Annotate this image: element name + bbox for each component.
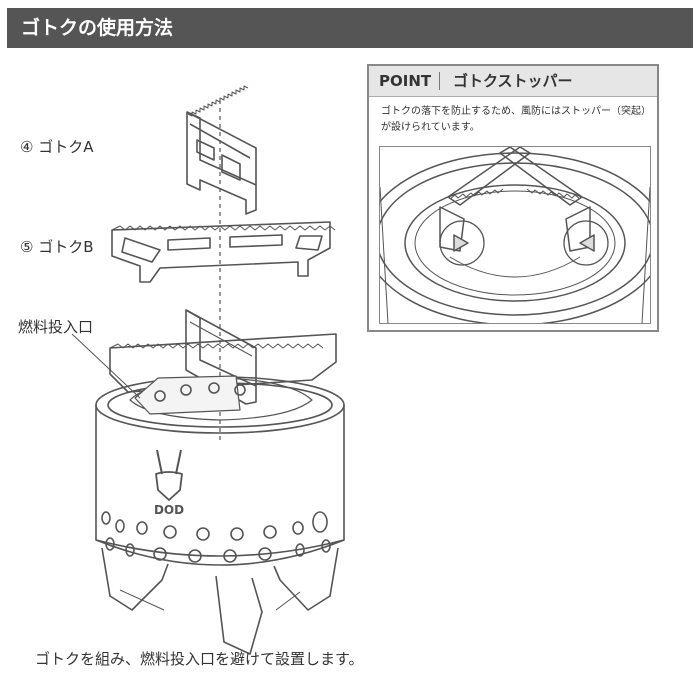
assembled-gotoku: [109, 309, 337, 405]
stove-body: [95, 375, 345, 655]
section-title: ゴトクの使用方法: [21, 17, 174, 39]
point-title: ゴトクストッパー: [453, 72, 573, 90]
stopper-detail-illustration: [379, 146, 651, 324]
point-header: POINT ゴトクストッパー: [369, 66, 657, 97]
gotoku-b-part: [111, 221, 336, 283]
point-tag: POINT: [379, 72, 432, 90]
point-description: ゴトクの落下を防止するため、風防にはストッパー（突起）が設けられています。: [381, 106, 651, 133]
point-box: POINT ゴトクストッパー ゴトクの落下を防止するため、風防にはストッパー（突…: [367, 64, 659, 332]
logo-text: DOD: [154, 503, 184, 517]
fuel-inlet-label: 燃料投入口: [18, 318, 94, 336]
gotoku-b-label: ⑤ ゴトクB: [20, 238, 94, 256]
gotoku-a-part: [186, 85, 257, 215]
instruction-caption: ゴトクを組み、燃料投入口を避けて設置します。: [35, 650, 364, 668]
point-separator: [439, 72, 440, 90]
section-header: ゴトクの使用方法: [7, 8, 693, 48]
gotoku-a-label: ④ ゴトクA: [20, 138, 94, 156]
